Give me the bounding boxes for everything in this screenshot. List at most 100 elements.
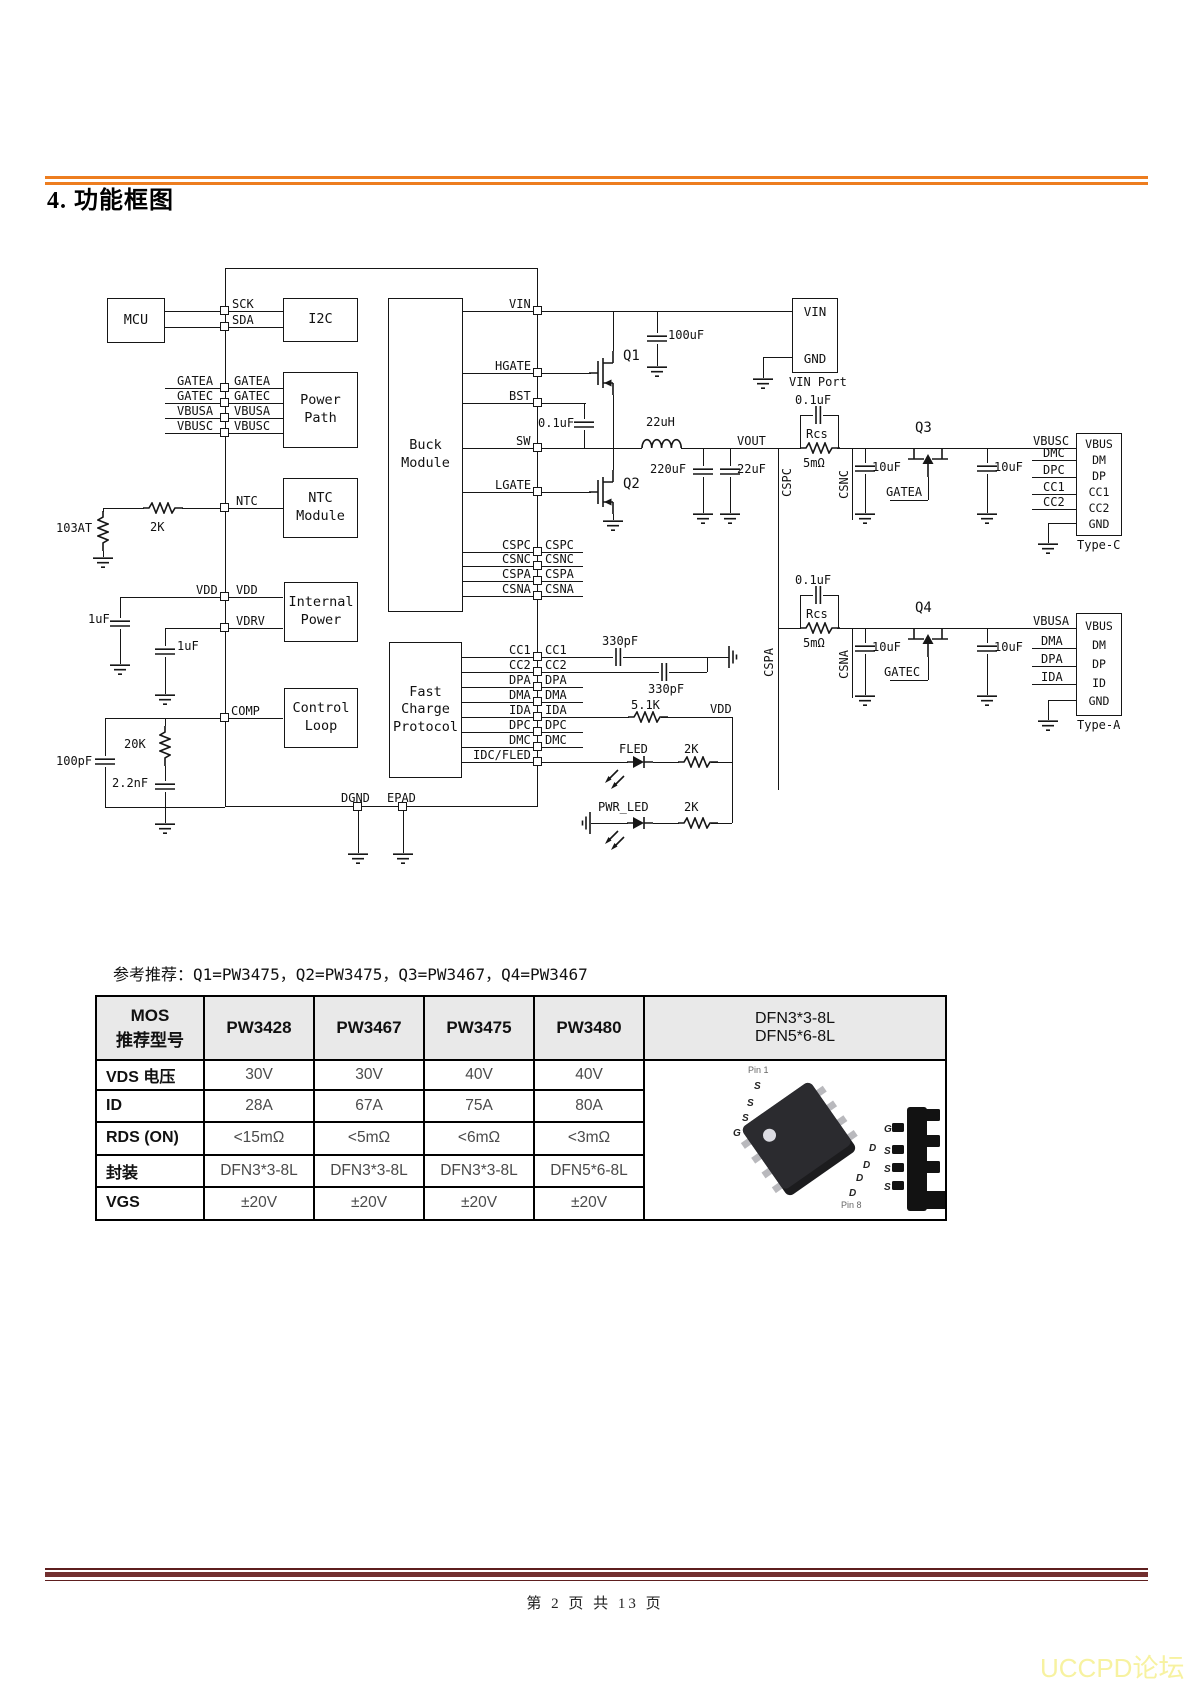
- wire: [403, 807, 405, 853]
- pin-label: DMA: [509, 688, 531, 702]
- cell: DFN3*3-8L: [313, 1153, 425, 1188]
- thermistor-103at: [97, 511, 109, 551]
- mos-table: MOS 推荐型号 PW3428 PW3467 PW3475 PW3480 DFN…: [95, 995, 947, 1222]
- net-label: GATEA: [886, 485, 923, 499]
- chip-outline: [225, 268, 538, 807]
- pin-label: SW: [516, 434, 531, 448]
- type-a-connector: VBUS DM DP ID GND: [1076, 613, 1122, 716]
- wire: [538, 717, 629, 719]
- net-label-rotated: CSPA: [762, 648, 776, 677]
- pin-square: [398, 802, 407, 811]
- wire: [462, 717, 538, 719]
- wire: [1032, 494, 1076, 496]
- net-label: DMA: [545, 688, 567, 702]
- connector-pin: DP: [1092, 656, 1106, 671]
- header-rule: [45, 181, 1148, 185]
- cell: 40V: [423, 1058, 535, 1092]
- pin-label: CSPC: [502, 538, 531, 552]
- net-label-rotated: CSNA: [837, 650, 851, 679]
- ground-icon: [646, 366, 668, 378]
- ground-icon: [976, 695, 998, 707]
- wire: [538, 448, 642, 450]
- row-label: RDS (ON): [95, 1121, 205, 1156]
- watermark: UCCPD论坛: [1040, 1653, 1185, 1683]
- component-label: 100uF: [668, 328, 705, 342]
- wire: [823, 595, 838, 597]
- pin-letter: D: [856, 1173, 863, 1184]
- table-row: RDS (ON) <15mΩ <5mΩ <6mΩ <3mΩ: [95, 1121, 946, 1156]
- ground-icon: [976, 513, 998, 525]
- wire: [613, 395, 615, 448]
- pin8-label: Pin 8: [841, 1200, 862, 1210]
- wire: [462, 702, 538, 704]
- resistor-5p1k: [628, 711, 668, 723]
- component-label: 0.1uF: [538, 416, 575, 430]
- pin-letter: G: [733, 1128, 741, 1139]
- wire: [681, 448, 801, 450]
- wire: [105, 718, 107, 756]
- pin-label: VBUSC: [234, 419, 271, 433]
- wire: [120, 597, 122, 618]
- pin-label: DPC: [509, 718, 531, 732]
- footer-rule: [45, 1568, 1148, 1570]
- cell: ±20V: [533, 1185, 645, 1222]
- block-power-path: Power Path: [283, 372, 358, 448]
- pin-label: EPAD: [387, 791, 416, 805]
- wire: [763, 357, 792, 359]
- wire: [987, 628, 989, 643]
- wire: [707, 657, 709, 672]
- wire: [538, 762, 628, 764]
- wire: [865, 448, 867, 463]
- net-label: DPC: [545, 718, 567, 732]
- component-label: 100pF: [56, 754, 93, 768]
- wire: [890, 500, 928, 502]
- pin-square: [353, 802, 362, 811]
- pin-letter: S: [884, 1182, 891, 1193]
- wire: [711, 762, 732, 764]
- pin-label: CSNC: [502, 552, 531, 566]
- wire: [852, 628, 854, 698]
- component-label: 1uF: [177, 639, 199, 653]
- pin-square: [220, 383, 229, 392]
- wire: [463, 448, 538, 450]
- connector-pin: VBUS: [1085, 436, 1113, 451]
- cell: 75A: [423, 1089, 535, 1124]
- component-label: Q1: [623, 348, 640, 364]
- net-label: VBUSC: [177, 419, 214, 433]
- wire: [661, 717, 732, 719]
- pin-square: [220, 413, 229, 422]
- wire: [800, 415, 813, 417]
- wire: [928, 657, 930, 680]
- led-fled-icon: [627, 754, 653, 770]
- ground-icon: [719, 513, 741, 525]
- cell: ±20V: [203, 1185, 315, 1222]
- block-internal-power: Internal Power: [284, 582, 358, 642]
- component-label: 5.1K: [631, 698, 660, 712]
- pin-label: COMP: [231, 704, 260, 718]
- ground-icon: [752, 378, 774, 390]
- table-row: ID 28A 67A 75A 80A: [95, 1089, 946, 1124]
- wire: [987, 448, 989, 463]
- wire: [703, 448, 705, 466]
- model-header: PW3480: [533, 995, 645, 1061]
- net-label: CC2: [545, 658, 567, 672]
- wire: [584, 403, 586, 419]
- dfn-footprint: [892, 1107, 944, 1211]
- wire: [623, 657, 729, 659]
- component-label: 5mΩ: [803, 636, 825, 650]
- wire: [865, 474, 867, 513]
- wire: [1048, 523, 1076, 525]
- pin-label: IDA: [509, 703, 531, 717]
- wire: [890, 680, 928, 682]
- wire: [837, 448, 1076, 450]
- pin-square: [533, 652, 542, 661]
- component-label: 2K: [150, 520, 165, 534]
- connector-pin: ID: [1092, 675, 1106, 690]
- component-label: 1uF: [88, 612, 110, 626]
- pin-square: [533, 576, 542, 585]
- wire: [165, 657, 167, 694]
- wire: [165, 792, 167, 807]
- wire: [1032, 460, 1076, 462]
- pin-square: [220, 306, 229, 315]
- net-label: GATEA: [177, 374, 214, 388]
